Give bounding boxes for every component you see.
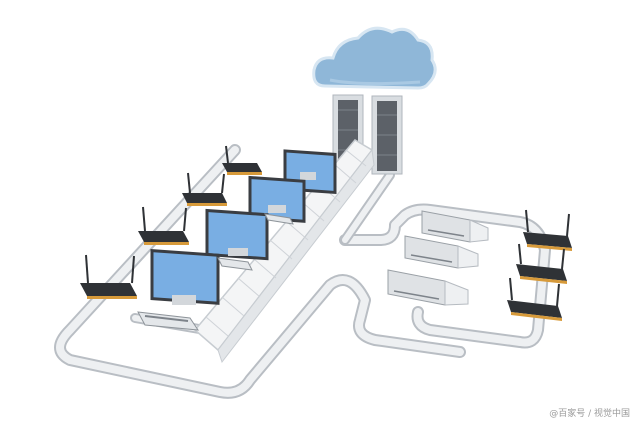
router-icon [516, 243, 567, 284]
keyboard-icon [217, 257, 253, 271]
router-icon [80, 254, 137, 299]
router-icon [182, 172, 227, 206]
printer-icon [387, 269, 469, 306]
printer-icon [421, 210, 489, 243]
router-icon [507, 277, 562, 321]
watermark: @百家号 / 视觉中国 [549, 409, 630, 419]
server-icon [371, 95, 403, 175]
connection-tubes [54, 144, 551, 399]
monitor-icon [205, 208, 269, 261]
keyboard-icon [137, 311, 199, 331]
keyboard-icon [264, 213, 294, 225]
router-icon [523, 209, 572, 251]
printer-icon [404, 235, 479, 269]
router-icon [222, 145, 262, 175]
router-icon [138, 206, 189, 245]
cloud-icon [312, 26, 437, 90]
monitor-icon [150, 249, 220, 305]
